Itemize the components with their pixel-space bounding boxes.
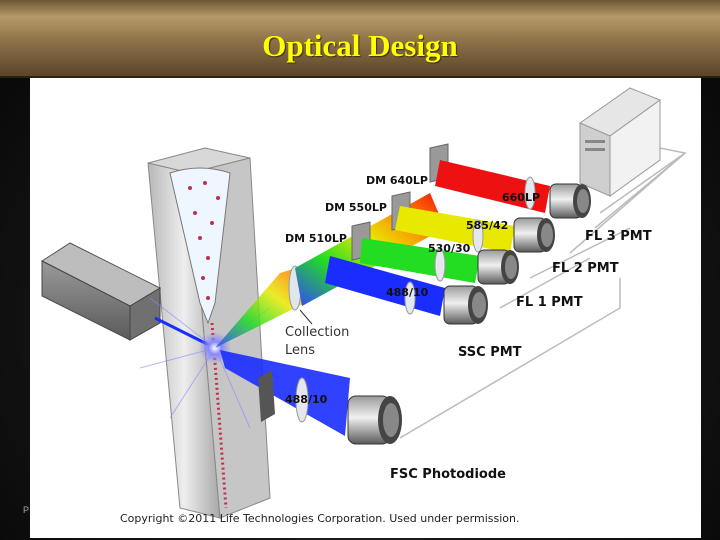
collection-lens-label-line1: Collection (285, 325, 349, 340)
fsc-obscuration-bar (258, 370, 275, 422)
slide-title: Optical Design (262, 28, 458, 63)
dm-550lp-label: DM 550LP (325, 201, 387, 214)
green-beam (360, 238, 480, 283)
title-band (0, 0, 720, 78)
fl1-pmt-label: FL 1 PMT (516, 295, 583, 310)
filter-585-42 (472, 219, 484, 253)
optical-diagram: DM 640LP DM 550LP DM 510LP 660LP 585/42 … (30, 78, 701, 538)
fl1-pmt-detector (477, 249, 519, 285)
red-beam (435, 160, 550, 213)
flow-cell (147, 147, 271, 519)
diagram-canvas: DM 640LP DM 550LP DM 510LP 660LP 585/42 … (40, 87, 687, 519)
fl3-pmt-detector (549, 183, 591, 219)
filter-660lp-label: 660LP (502, 191, 540, 204)
copyright-notice: Copyright ©2011 Life Technologies Corpor… (120, 512, 520, 525)
filter-488-10-ssc-label: 488/10 (386, 286, 429, 299)
laser-source (40, 242, 162, 341)
signal-wires (399, 139, 687, 439)
page-mark: P (23, 505, 30, 515)
fsc-photodiode-detector (347, 395, 402, 445)
yellow-beam (395, 206, 515, 253)
filter-530-30 (434, 248, 446, 282)
dm-640lp-label: DM 640LP (366, 174, 428, 187)
filter-530-30-label: 530/30 (428, 242, 471, 255)
filter-488-10-fsc (295, 377, 309, 423)
filter-660lp (524, 176, 536, 210)
lens-pointer (299, 309, 313, 325)
dm-510lp-label: DM 510LP (285, 232, 347, 245)
ssc-pmt-label: SSC PMT (458, 345, 522, 360)
filter-488-10-ssc (404, 281, 416, 315)
computer-icon (578, 87, 662, 197)
filter-585-42-label: 585/42 (466, 219, 508, 232)
fsc-photodiode-label: FSC Photodiode (390, 467, 506, 482)
filter-488-10-fsc-label: 488/10 (285, 393, 328, 406)
ssc-pmt-detector (443, 285, 488, 325)
fl2-pmt-detector (513, 217, 555, 253)
collection-lens-label-line2: Lens (285, 343, 315, 358)
fl2-pmt-label: FL 2 PMT (552, 261, 619, 276)
fl3-pmt-label: FL 3 PMT (585, 229, 652, 244)
fsc-beam (220, 350, 350, 436)
